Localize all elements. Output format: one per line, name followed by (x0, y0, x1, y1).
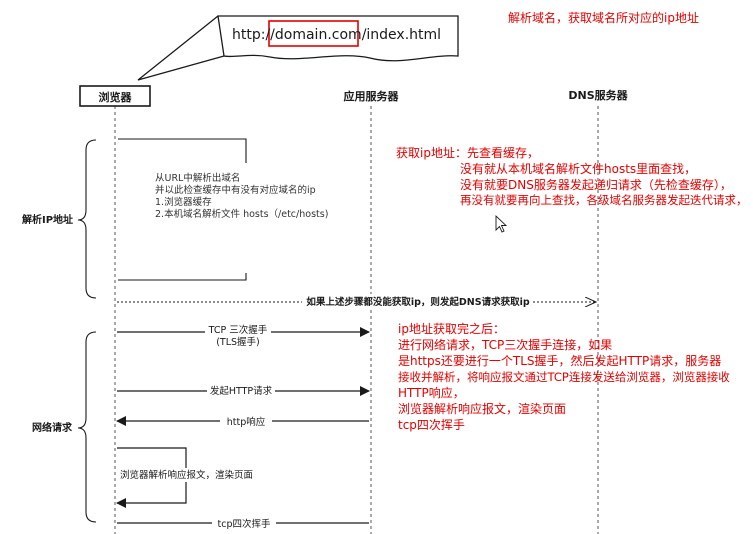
actor-app-server-label: 应用服务器 (344, 89, 400, 103)
actor-browser-label: 浏览器 (99, 90, 133, 104)
red-note-2-line-6: 浏览器解析响应报文，渲染页面 (398, 401, 566, 416)
red-note-1-line-2: 没有就从本机域名解析文件hosts里面查找， (460, 161, 696, 176)
red-note-2-line-3: 是https还要进行一个TLS握手，然后发起HTTP请求，服务器 (398, 353, 721, 368)
http-response-label: http响应 (227, 416, 266, 428)
bracket-network-label: 网络请求 (32, 421, 73, 434)
red-note-2-line-2: 进行网络请求，TCP三次握手连接，如果 (398, 337, 612, 352)
bracket-parse-ip (77, 139, 97, 299)
red-note-2-line-5: HTTP响应， (398, 385, 465, 400)
url-prefix: http:// (232, 27, 275, 43)
actor-app-server: 应用服务器 (344, 89, 400, 103)
http-request-label: 发起HTTP请求 (210, 385, 273, 397)
parse-box: 从URL中解析出域名 并以此检查缓存中有没有对应域名的ip 1.浏览器缓存 2.… (118, 138, 338, 281)
actor-browser: 浏览器 (79, 85, 151, 107)
red-note-1-line-4: 再没有就要再向上查找，各级域名服务器发起迭代请求， (460, 193, 748, 207)
red-note-2: ip地址获取完之后： 进行网络请求，TCP三次握手连接，如果 是https还要进… (398, 321, 734, 432)
tcp-wave-label: tcp四次挥手 (218, 518, 271, 530)
red-note-1-line-1: 获取ip地址：先查看缓存， (396, 146, 539, 160)
svg-text:从URL中解析出域名 并以此检查缓存中有没有对应: 从URL中解析出域名 并以此检查缓存中有没有对应域名的ip 1.浏览器缓存 2.… (155, 172, 328, 220)
red-note-1: 获取ip地址：先查看缓存， 没有就从本机域名解析文件hosts里面查找， 没有就… (396, 146, 748, 207)
red-note-2-line-7: tcp四次挥手 (398, 418, 465, 432)
tcp-handshake-label-1: TCP 三次握手 (208, 324, 268, 336)
red-note-2-line-4: 接收并解析，将响应报文通过TCP连接发送给浏览器，浏览器接收 (398, 370, 730, 384)
bracket-parse-ip-label: 解析IP地址 (22, 213, 73, 226)
render-label: 浏览器解析响应报文，渲染页面 (120, 469, 253, 481)
url-path: /index.html (362, 27, 441, 43)
parse-box-line-2: 并以此检查缓存中有没有对应域名的ip (155, 184, 316, 196)
lifelines (114, 106, 599, 534)
top-note: 解析域名，获取域名所对应的ip地址 (508, 10, 699, 25)
url-domain-highlight (268, 20, 359, 47)
url-callout: http://domain.com/index.html (137, 15, 459, 81)
parse-box-line-4: 2.本机域名解析文件 hosts（/etc/hosts) (155, 208, 328, 220)
cursor-icon (495, 214, 508, 233)
tcp-handshake-label-2: (TLS握手) (216, 336, 260, 348)
actor-dns-server-label: DNS服务器 (568, 88, 628, 102)
bracket-network (77, 331, 97, 523)
parse-box-line-1: 从URL中解析出域名 (155, 172, 240, 184)
render-self-message: 浏览器解析响应报文，渲染页面 (116, 447, 268, 508)
url-domain: domain.com (275, 27, 362, 43)
red-note-2-line-1: ip地址获取完之后： (398, 321, 505, 336)
parse-box-line-3: 1.浏览器缓存 (155, 196, 212, 208)
dns-request-label: 如果上述步骤都没能获取ip，则发起DNS请求获取ip (306, 296, 529, 308)
red-note-1-line-3: 没有就要DNS服务器发起递归请求（先检查缓存）， (460, 177, 732, 192)
url-text: http://domain.com/index.html (232, 27, 441, 43)
actor-dns-server: DNS服务器 (568, 88, 628, 102)
